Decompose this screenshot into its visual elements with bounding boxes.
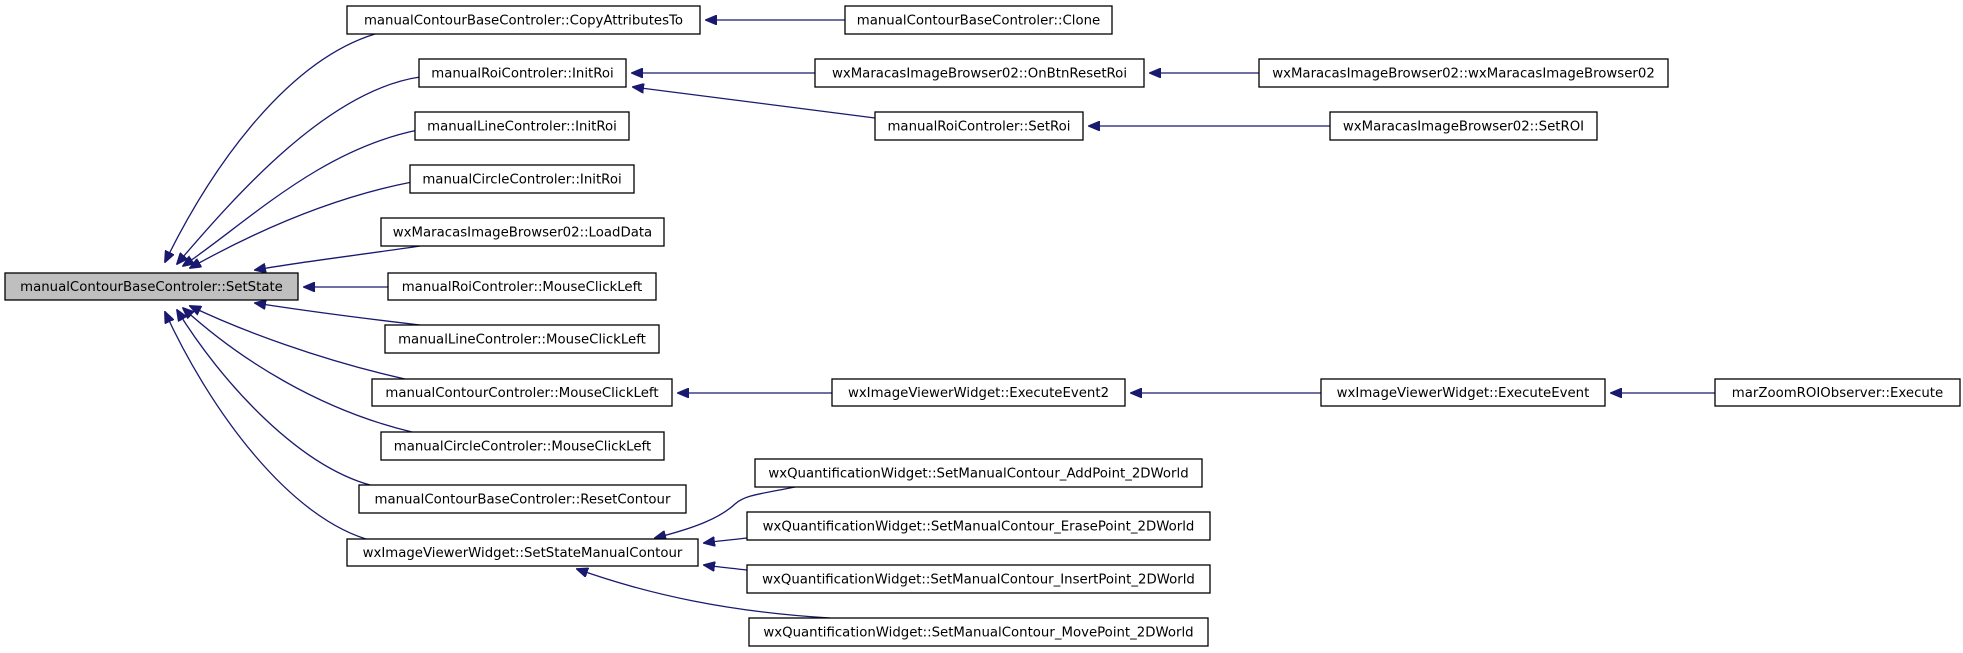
node-n-copyattr[interactable]: manualContourBaseControler::CopyAttribut… bbox=[346, 5, 701, 35]
node-label: wxMaracasImageBrowser02::wxMaracasImageB… bbox=[1272, 67, 1655, 82]
node-box bbox=[371, 378, 673, 407]
node-label: manualRoiControler::MouseClickLeft bbox=[402, 280, 643, 295]
edge-n_copyattr-to-root bbox=[165, 33, 376, 262]
node-box bbox=[844, 5, 1113, 35]
node-n-contour-mcl[interactable]: manualContourControler::MouseClickLeft bbox=[371, 378, 673, 407]
node-box bbox=[814, 58, 1145, 88]
node-root[interactable]: manualContourBaseControler::SetState bbox=[4, 272, 299, 301]
node-box bbox=[748, 617, 1209, 647]
node-n-clone[interactable]: manualContourBaseControler::Clone bbox=[844, 5, 1113, 35]
node-n-browser-ctor[interactable]: wxMaracasImageBrowser02::wxMaracasImageB… bbox=[1258, 58, 1669, 88]
node-box bbox=[346, 538, 699, 567]
node-n-exec[interactable]: wxImageViewerWidget::ExecuteEvent bbox=[1320, 378, 1606, 407]
node-box bbox=[746, 564, 1211, 594]
node-box bbox=[418, 58, 627, 88]
node-n-movepoint[interactable]: wxQuantificationWidget::SetManualContour… bbox=[748, 617, 1209, 647]
node-label: wxMaracasImageBrowser02::OnBtnResetRoi bbox=[832, 67, 1127, 82]
node-n-insertpoint[interactable]: wxQuantificationWidget::SetManualContour… bbox=[746, 564, 1211, 594]
node-box bbox=[1320, 378, 1606, 407]
node-n-onbtnreset[interactable]: wxMaracasImageBrowser02::OnBtnResetRoi bbox=[814, 58, 1145, 88]
node-label: wxQuantificationWidget::SetManualContour… bbox=[768, 467, 1188, 482]
node-box bbox=[874, 111, 1084, 141]
node-box bbox=[346, 5, 701, 35]
node-n-circle-mcl[interactable]: manualCircleControler::MouseClickLeft bbox=[380, 431, 665, 461]
node-label: manualContourBaseControler::ResetContour bbox=[375, 493, 671, 508]
node-n-line-initroi[interactable]: manualLineControler::InitRoi bbox=[414, 111, 630, 141]
node-box bbox=[380, 431, 665, 461]
node-label: wxImageViewerWidget::ExecuteEvent bbox=[1337, 386, 1590, 401]
node-n-circle-initroi[interactable]: manualCircleControler::InitRoi bbox=[409, 164, 635, 194]
node-n-exec2[interactable]: wxImageViewerWidget::ExecuteEvent2 bbox=[831, 378, 1126, 407]
node-box bbox=[409, 164, 635, 194]
node-label: wxImageViewerWidget::SetStateManualConto… bbox=[363, 546, 683, 561]
edge-n_movepoint-to-n_setstatemc bbox=[577, 569, 831, 619]
node-label: manualContourControler::MouseClickLeft bbox=[385, 386, 658, 401]
node-box bbox=[387, 272, 657, 301]
node-label: manualCircleControler::InitRoi bbox=[422, 173, 621, 188]
edge-n_loaddata-to-root bbox=[255, 245, 421, 270]
node-n-loaddata[interactable]: wxMaracasImageBrowser02::LoadData bbox=[380, 217, 665, 247]
node-label: manualContourBaseControler::SetState bbox=[20, 280, 283, 295]
node-box bbox=[831, 378, 1126, 407]
node-label: manualContourBaseControler::Clone bbox=[857, 14, 1100, 29]
node-n-erasepoint[interactable]: wxQuantificationWidget::SetManualContour… bbox=[746, 511, 1211, 541]
edge-n_erasepoint-to-n_setstatemc bbox=[704, 538, 748, 543]
node-label: wxQuantificationWidget::SetManualContour… bbox=[762, 573, 1195, 588]
edge-n_line_mcl-to-root bbox=[255, 303, 421, 326]
node-label: wxQuantificationWidget::SetManualContour… bbox=[763, 626, 1193, 641]
node-n-addpoint[interactable]: wxQuantificationWidget::SetManualContour… bbox=[754, 458, 1203, 488]
node-n-setroi[interactable]: manualRoiControler::SetRoi bbox=[874, 111, 1084, 141]
edge-n_circle_initroi-to-root bbox=[190, 181, 413, 268]
edges-layer bbox=[165, 20, 1715, 619]
edge-n_setroi-to-n_roi_initroi bbox=[633, 87, 876, 119]
edge-n_insertpoint-to-n_setstatemc bbox=[704, 565, 748, 570]
node-n-roi-mcl[interactable]: manualRoiControler::MouseClickLeft bbox=[387, 272, 657, 301]
node-box bbox=[380, 217, 665, 247]
edge-n_circle_mcl-to-root bbox=[183, 308, 413, 433]
node-label: manualContourBaseControler::CopyAttribut… bbox=[364, 14, 683, 29]
node-n-reset[interactable]: manualContourBaseControler::ResetContour bbox=[358, 484, 687, 514]
node-label: manualLineControler::MouseClickLeft bbox=[398, 333, 646, 348]
node-label: wxMaracasImageBrowser02::LoadData bbox=[393, 226, 652, 241]
node-box bbox=[746, 511, 1211, 541]
node-box bbox=[1258, 58, 1669, 88]
node-label: manualRoiControler::SetRoi bbox=[887, 120, 1070, 135]
node-box bbox=[384, 324, 660, 354]
node-n-line-mcl[interactable]: manualLineControler::MouseClickLeft bbox=[384, 324, 660, 354]
node-box bbox=[754, 458, 1203, 488]
node-box bbox=[1329, 111, 1598, 141]
node-box bbox=[4, 272, 299, 301]
node-label: manualLineControler::InitRoi bbox=[427, 120, 617, 135]
nodes-layer: manualContourBaseControler::SetStatemanu… bbox=[4, 5, 1961, 647]
node-n-roi-initroi[interactable]: manualRoiControler::InitRoi bbox=[418, 58, 627, 88]
edge-n_addpoint-to-n_setstatemc bbox=[655, 486, 796, 538]
edge-n_reset-to-root bbox=[177, 310, 379, 488]
node-box bbox=[358, 484, 687, 514]
node-label: wxImageViewerWidget::ExecuteEvent2 bbox=[848, 386, 1109, 401]
edge-n_contour_mcl-to-root bbox=[190, 306, 406, 380]
edge-n_roi_initroi-to-root bbox=[177, 76, 421, 264]
node-box bbox=[414, 111, 630, 141]
node-label: wxMaracasImageBrowser02::SetROI bbox=[1343, 120, 1584, 135]
node-box bbox=[1714, 378, 1961, 407]
edge-n_setstatemc-to-root bbox=[165, 312, 374, 542]
node-label: marZoomROIObserver::Execute bbox=[1732, 386, 1943, 401]
node-label: manualCircleControler::MouseClickLeft bbox=[394, 440, 651, 455]
node-label: manualRoiControler::InitRoi bbox=[431, 67, 613, 82]
node-n-browser-setroi[interactable]: wxMaracasImageBrowser02::SetROI bbox=[1329, 111, 1598, 141]
node-label: wxQuantificationWidget::SetManualContour… bbox=[763, 520, 1195, 535]
node-n-zoom-exec[interactable]: marZoomROIObserver::Execute bbox=[1714, 378, 1961, 407]
node-n-setstatemc[interactable]: wxImageViewerWidget::SetStateManualConto… bbox=[346, 538, 699, 567]
edge-n_line_initroi-to-root bbox=[183, 129, 419, 266]
